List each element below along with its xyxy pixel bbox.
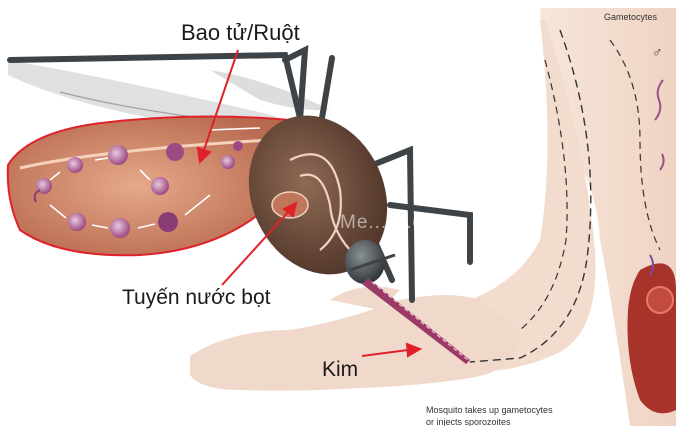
caption-line-1: Mosquito takes up gametocytes [426, 405, 553, 415]
liver-cell [647, 287, 673, 313]
caption-line-2: or injects sporozoites [426, 417, 511, 426]
label-salivary-gland: Tuyến nước bọt [122, 286, 270, 310]
label-gametocytes: Gametocytes [604, 12, 657, 22]
watermark: Me... ...ode [340, 212, 447, 234]
male-symbol: ♂ [652, 44, 663, 60]
label-gut: Bao tử/Ruột [181, 20, 300, 46]
label-needle: Kim [322, 358, 358, 382]
